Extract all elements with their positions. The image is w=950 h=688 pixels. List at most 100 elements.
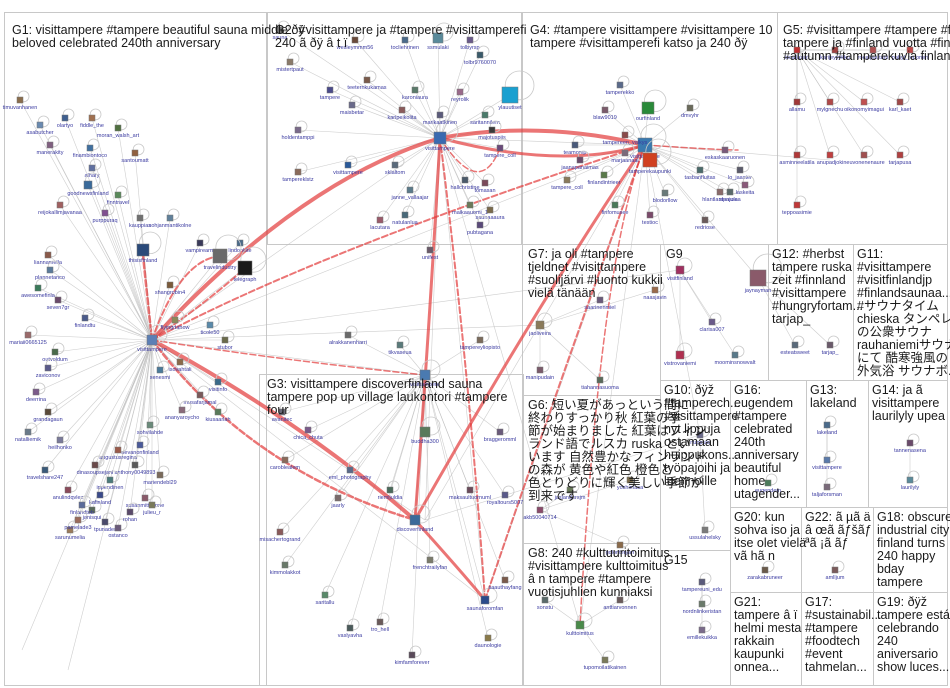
node-liannamella: liannamella — [34, 245, 63, 266]
group-title-g1-line: beloved celebrated 240th anniversary — [12, 36, 221, 50]
node-jaarly: jaarly — [330, 488, 348, 509]
group-title-g18-line: finland turns — [877, 536, 945, 550]
node-avatar — [869, 46, 877, 54]
node-avatar — [716, 188, 724, 196]
node-maksaultuornuml: maksaultuornuml — [449, 480, 491, 501]
node-label: braggeromml — [484, 437, 516, 443]
node-avatar — [166, 214, 174, 222]
self-loop — [42, 460, 55, 473]
group-titles: G1: visittampere #tampere beautiful saun… — [12, 23, 950, 674]
node-tamperekaupunki: tamperekaupunki — [629, 138, 672, 175]
group-title-g11-line: 外気浴 サウナボ... — [857, 363, 950, 378]
edge — [47, 254, 153, 341]
node-label: visittampere — [333, 170, 363, 176]
edge — [424, 339, 481, 376]
group-title-g20-line: vã hã n — [734, 549, 775, 563]
node-label: tamperekaupunki — [629, 169, 671, 175]
group-title-g17-line: tahmelan... — [805, 660, 867, 674]
node-avatar — [221, 336, 229, 344]
node-frenchtrailyfan: frenchtrailyfan — [413, 550, 447, 571]
node-label: finambiontoco — [73, 153, 107, 159]
node-label: asabutcher — [26, 130, 53, 136]
self-loop — [482, 587, 498, 603]
edge — [379, 374, 426, 623]
node-tomasan: tomasan — [474, 173, 496, 194]
red-edge — [151, 255, 221, 341]
node-avatar — [466, 36, 474, 44]
node-pubtagana: pubtagana — [467, 215, 494, 236]
node-label: visittampere — [410, 382, 440, 388]
node-label: kulttoimitus — [566, 631, 594, 637]
node-label: vaslyavha — [338, 633, 363, 639]
self-loop — [644, 89, 667, 113]
self-loop — [25, 325, 38, 338]
group-title-g18-line: G18: obscure — [877, 510, 950, 524]
node-label: moominsnowvalt — [715, 360, 756, 366]
red-edge — [413, 136, 442, 522]
node-label: tocliehrinen — [391, 45, 419, 51]
node-avatar — [237, 260, 253, 276]
group-title-g7-line: G7: ja oli #tampere — [528, 247, 634, 261]
node-label: olartyo — [57, 123, 74, 129]
self-loop — [89, 500, 102, 513]
self-loop — [167, 275, 180, 288]
node-label: tampere — [320, 95, 340, 101]
node-avatar — [64, 486, 72, 494]
node-label: majotuspiis — [478, 135, 506, 141]
self-loop — [138, 231, 162, 255]
node-label: mylgnechu — [817, 107, 844, 113]
node-avatar — [88, 506, 96, 514]
node-avatar — [409, 514, 421, 526]
group-title-g11-line: G11: — [857, 247, 883, 261]
self-loop — [287, 52, 300, 65]
group-title-g2-line: 240 ã ðÿ â t ï — [275, 36, 348, 50]
node-label: mariendebl29 — [143, 480, 176, 486]
edge — [19, 99, 153, 341]
group-title-g7-line: #suolijärvi #luonto kukkii — [528, 273, 663, 287]
self-loop — [402, 205, 415, 218]
self-loop — [57, 430, 70, 443]
node-avatar — [214, 408, 222, 416]
group-title-g14-line: laurilyly upea — [872, 409, 945, 423]
self-loop — [827, 335, 840, 348]
node-avatar — [114, 446, 122, 454]
node-avatar — [791, 341, 799, 349]
node-label: janisqui — [82, 515, 102, 521]
node-label: jaarly — [330, 503, 344, 509]
edge — [757, 277, 796, 346]
self-loop — [411, 504, 431, 524]
self-loop — [572, 135, 585, 148]
node-anupadjoki: anupadjoki — [817, 145, 843, 166]
self-loop — [62, 108, 75, 121]
self-loop — [542, 590, 555, 603]
red-edge — [579, 144, 646, 626]
node-pamelade3: pamelade3 — [64, 510, 92, 531]
node-sonstu: sonstu — [537, 590, 555, 611]
edge — [151, 339, 161, 476]
edge — [99, 339, 153, 496]
group-title-g17-line: #foodtech — [805, 634, 860, 648]
self-loop — [677, 342, 693, 358]
self-loop — [102, 512, 115, 525]
group-title-g4-line: tampere #visittamperefi katso ja 240 ðÿ — [530, 36, 748, 50]
self-loop — [421, 359, 441, 379]
edge — [44, 339, 153, 471]
edge — [289, 61, 441, 139]
node-sohvilahde: sohvilahde — [137, 415, 163, 436]
group-title-g5-line: #autumn #tamperekuvia finland — [783, 49, 950, 63]
node-kiusaarlah: kiusaarlah — [205, 402, 231, 423]
self-loop — [67, 520, 80, 533]
group-title-g12-line: #visittampere — [772, 286, 846, 300]
edge — [67, 339, 153, 491]
self-loop — [622, 125, 635, 138]
node-label: natalliemik — [15, 437, 41, 443]
edge — [539, 489, 571, 511]
edge — [47, 339, 153, 369]
node-tampereyliopisto: tampereyliopisto — [460, 330, 500, 351]
group-title-g3-line: tampere pop up village laukontori #tampe… — [267, 390, 507, 404]
edge — [94, 339, 153, 466]
node-pahyl-reponen: pahyl_reponen — [892, 40, 928, 61]
node-laskeita: laskeita — [736, 175, 755, 196]
node-label: chica_chuta — [293, 435, 323, 441]
node-avatar — [34, 284, 42, 292]
